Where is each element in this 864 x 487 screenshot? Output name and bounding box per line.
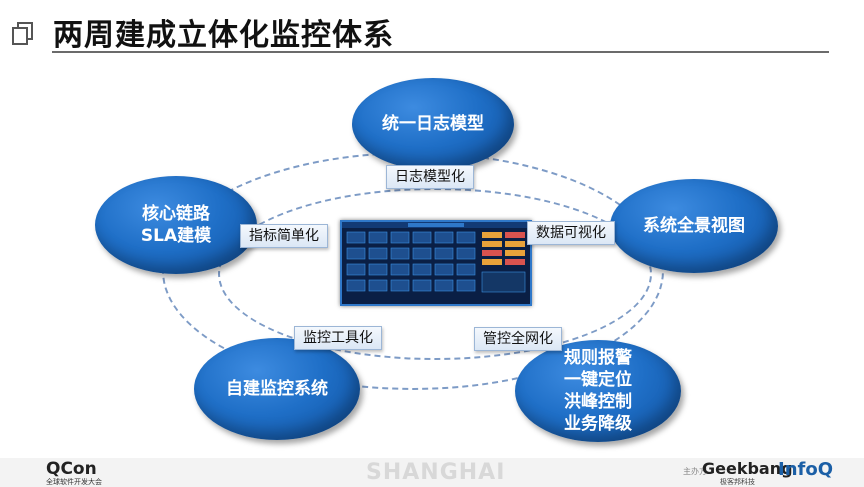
tag-data-visualization: 数据可视化: [527, 221, 615, 245]
title-divider: [52, 51, 829, 53]
qcon-logo: QCon: [46, 459, 97, 479]
geekbang-logo: Geekbang: [702, 459, 793, 478]
page-title: 两周建成立体化监控体系: [53, 18, 394, 53]
node-label-line-2: SLA建模: [140, 226, 212, 246]
tag-network-wide-control: 管控全网化: [474, 327, 562, 351]
inner-orbit: [218, 188, 652, 360]
footer-bar: [0, 458, 864, 487]
tag-metric-simplification: 指标简单化: [240, 224, 328, 248]
node-core-link-sla: 核心链路 SLA建模: [95, 176, 257, 274]
node-system-panorama: 系统全景视图: [610, 179, 778, 273]
node-self-built-monitoring: 自建监控系统: [194, 338, 360, 440]
infoq-logo: InfoQ: [778, 459, 834, 480]
dashboard-thumbnail: [342, 222, 530, 293]
copy-icon: [12, 22, 33, 45]
monitoring-dashboard-image: [340, 220, 532, 306]
tag-monitoring-tooling: 监控工具化: [294, 326, 382, 350]
tag-log-modeling: 日志模型化: [386, 165, 474, 189]
geekbang-subtitle: 极客邦科技: [720, 478, 755, 486]
node-label-line-1: 规则报警: [564, 348, 632, 368]
node-label-line-4: 业务降级: [564, 414, 632, 434]
node-label: 系统全景视图: [643, 216, 745, 236]
host-label: 主办方: [683, 467, 707, 476]
node-label: 统一日志模型: [382, 114, 484, 134]
node-label-line-3: 洪峰控制: [564, 392, 632, 412]
qcon-subtitle: 全球软件开发大会: [46, 478, 102, 486]
node-alerting-actions: 规则报警 一键定位 洪峰控制 业务降级: [515, 340, 681, 442]
node-label: 自建监控系统: [226, 379, 328, 399]
node-unified-log-model: 统一日志模型: [352, 78, 514, 170]
node-label-line-2: 一键定位: [564, 370, 632, 390]
node-label-line-1: 核心链路: [141, 204, 210, 224]
city-label: SHANGHAI: [366, 460, 506, 485]
